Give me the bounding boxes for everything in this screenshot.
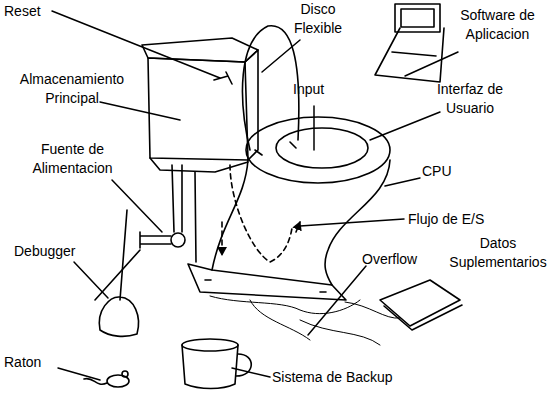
leader-line: [262, 40, 300, 72]
magazine: [380, 280, 462, 330]
leader-line: [300, 219, 404, 226]
pedestal-back: [195, 172, 196, 262]
part-label: Interfaz de Usuario: [420, 80, 520, 118]
mug-body: [182, 345, 238, 389]
part-label: Overflow: [362, 250, 442, 269]
valve: [171, 233, 185, 247]
flow-down: [221, 222, 223, 255]
part-label: Fuente de Alimentacion: [10, 140, 135, 178]
leader-line: [313, 106, 315, 150]
leader-line: [58, 368, 100, 380]
part-label: Reset: [4, 2, 64, 21]
leader-line: [308, 266, 366, 335]
bowl-opening: [276, 128, 368, 168]
base-bolts: [205, 280, 326, 292]
part-label: Software de Aplicacion: [450, 6, 545, 44]
tank-to-bowl: [150, 158, 248, 172]
wall-floor-line: [95, 250, 140, 300]
bowl-rim: [246, 117, 390, 183]
plunger-cup: [99, 297, 138, 336]
part-label: Almacenamiento Principal: [2, 70, 142, 108]
mug-rim: [182, 339, 238, 351]
seat-lid: [243, 26, 299, 150]
leader-line: [405, 52, 458, 76]
leader-line: [112, 180, 162, 232]
base-plate: [188, 264, 346, 300]
wall-pipe: [140, 232, 171, 248]
part-label: Disco Flexible: [278, 0, 358, 38]
part-label: Debugger: [14, 242, 94, 261]
mouse-ear: [122, 371, 128, 377]
paper-holder: [395, 4, 440, 32]
leader-line: [100, 102, 180, 120]
leader-lines: [52, 11, 458, 380]
part-label: Datos Suplementarios: [448, 234, 548, 272]
paper-sheet-lines: [392, 52, 436, 56]
part-label: Input: [293, 80, 343, 99]
tank-body: [148, 58, 248, 160]
leader-line: [74, 262, 108, 298]
plunger-stick: [120, 210, 127, 300]
part-label: Sistema de Backup: [272, 368, 422, 387]
part-label: Flujo de E/S: [408, 210, 518, 229]
part-label: Raton: [4, 353, 64, 372]
paper-holder-inner: [401, 9, 434, 27]
supply-pipe: [172, 165, 182, 232]
leader-line: [385, 178, 420, 186]
flow-arrow-head: [296, 222, 300, 232]
part-label: CPU: [422, 162, 472, 181]
leader-line: [232, 368, 270, 377]
flow-dashed: [230, 165, 292, 262]
puddle: [210, 296, 400, 345]
reset-handle: [214, 72, 232, 84]
leader-line: [52, 11, 220, 78]
leader-line: [370, 112, 440, 140]
